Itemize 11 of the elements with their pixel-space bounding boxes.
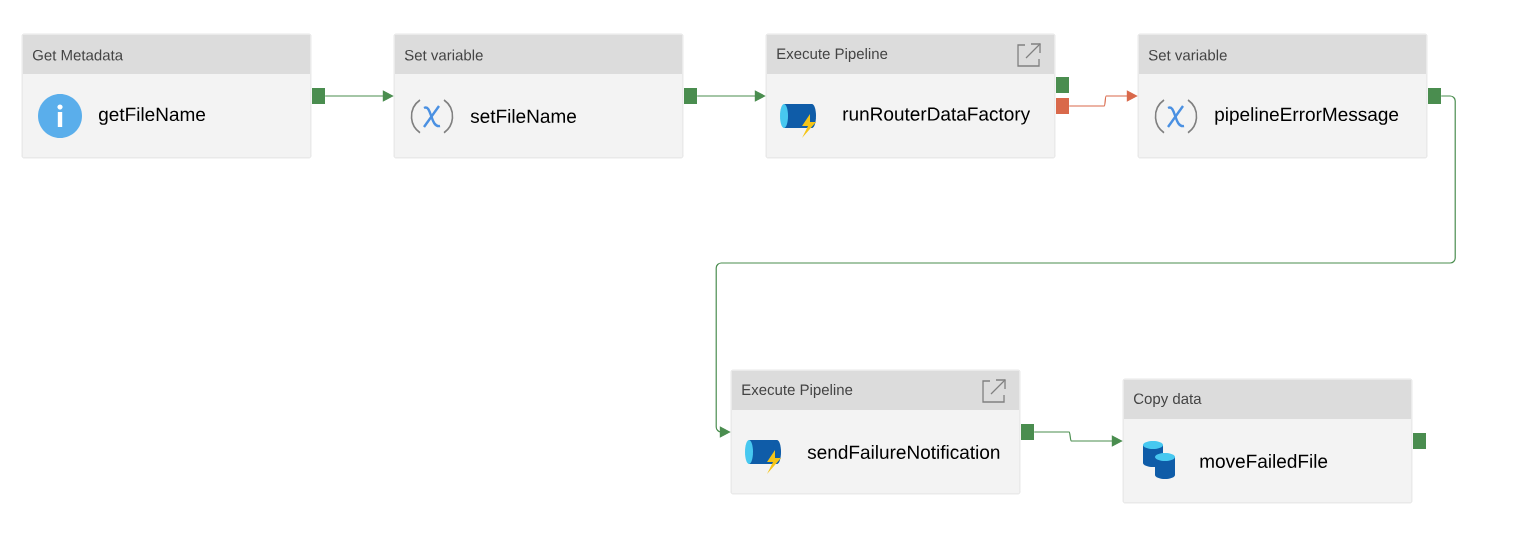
arrow <box>324 90 394 102</box>
activity-box: Copy data moveFailedFile <box>1122 378 1413 504</box>
arrow <box>1068 90 1138 107</box>
activity-box: Set variable setFileName <box>393 33 684 159</box>
activity-box: Set variable pipelineErrorMessage <box>1137 33 1428 159</box>
activity-box: Get Metadata getFileName <box>21 33 312 159</box>
arrow <box>715 95 1456 438</box>
arrow <box>696 90 766 102</box>
activity-box: Execute Pipeline runRouterDataFactory <box>765 33 1056 159</box>
arrow <box>1033 431 1123 447</box>
activity-box: Execute Pipeline sendFailureNotification <box>730 369 1021 495</box>
